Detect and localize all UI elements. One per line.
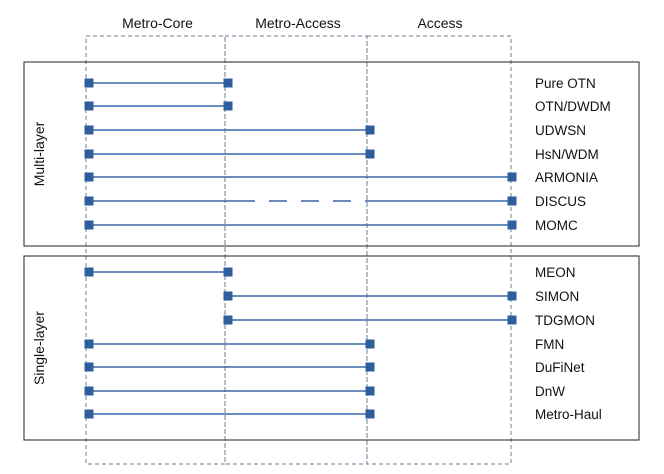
span-end-marker-meon — [223, 267, 233, 277]
span-end-marker-momc — [507, 220, 517, 230]
row-label-tdgmon: TDGMON — [535, 313, 595, 328]
span-start-marker-dufinet — [84, 362, 94, 372]
row-label-metro-haul: Metro-Haul — [535, 407, 602, 422]
span-start-marker-dnw — [84, 386, 94, 396]
span-start-marker-momc — [84, 220, 94, 230]
row-label-udwsn: UDWSN — [535, 123, 586, 138]
column-title-metro-core: Metro-Core — [122, 15, 193, 31]
span-start-marker-discus — [84, 196, 94, 206]
row-label-pure-otn: Pure OTN — [535, 76, 596, 91]
span-end-marker-hsn-wdm — [365, 149, 375, 159]
span-end-marker-simon — [507, 291, 517, 301]
span-end-marker-otn-dwdm — [223, 101, 233, 111]
column-title-metro-access: Metro-Access — [255, 15, 341, 31]
span-end-marker-pure-otn — [223, 78, 233, 88]
span-end-marker-metro-haul — [365, 409, 375, 419]
column-title-access: Access — [417, 15, 462, 31]
span-end-marker-tdgmon — [507, 315, 517, 325]
group-box-multi-layer — [23, 61, 640, 247]
row-label-simon: SIMON — [535, 289, 579, 304]
row-label-dnw: DnW — [535, 384, 565, 399]
row-label-momc: MOMC — [535, 218, 578, 233]
group-box-single-layer — [23, 255, 640, 441]
span-start-marker-meon — [84, 267, 94, 277]
span-end-marker-armonia — [507, 172, 517, 182]
span-start-marker-udwsn — [84, 125, 94, 135]
span-start-marker-fmn — [84, 339, 94, 349]
row-label-meon: MEON — [535, 265, 576, 280]
row-label-hsn-wdm: HsN/WDM — [535, 147, 599, 162]
column-box-metro-core — [85, 35, 226, 465]
span-start-marker-armonia — [84, 172, 94, 182]
row-label-fmn: FMN — [535, 337, 564, 352]
span-end-marker-dnw — [365, 386, 375, 396]
span-end-marker-fmn — [365, 339, 375, 349]
group-label-single-layer: Single-layer — [31, 311, 47, 385]
span-start-marker-pure-otn — [84, 78, 94, 88]
row-label-armonia: ARMONIA — [535, 170, 598, 185]
span-end-marker-dufinet — [365, 362, 375, 372]
span-start-marker-hsn-wdm — [84, 149, 94, 159]
span-start-marker-tdgmon — [223, 315, 233, 325]
row-label-dufinet: DuFiNet — [535, 360, 585, 375]
span-end-marker-discus — [507, 196, 517, 206]
row-label-otn-dwdm: OTN/DWDM — [535, 99, 611, 114]
span-start-marker-metro-haul — [84, 409, 94, 419]
column-box-metro-access — [224, 35, 368, 465]
span-end-marker-udwsn — [365, 125, 375, 135]
row-label-discus: DISCUS — [535, 194, 586, 209]
column-box-access — [366, 35, 512, 465]
span-start-marker-simon — [223, 291, 233, 301]
span-start-marker-otn-dwdm — [84, 101, 94, 111]
group-label-multi-layer: Multi-layer — [31, 121, 47, 186]
